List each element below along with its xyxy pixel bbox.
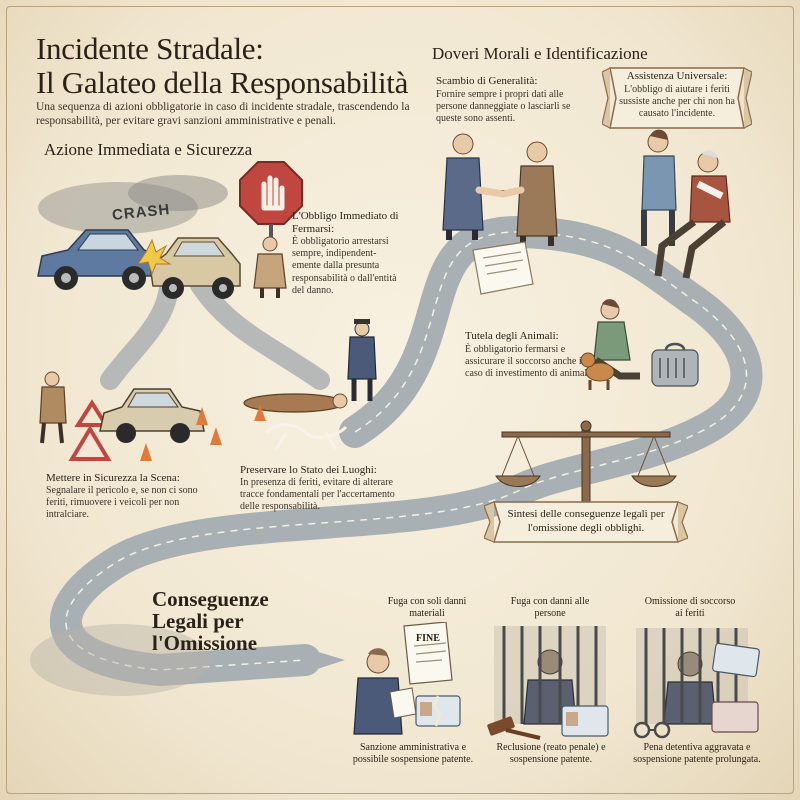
- handcuffs-icon: [635, 723, 669, 737]
- handshake-icon: [479, 190, 521, 194]
- crash-illustration: [28, 168, 243, 308]
- man-brown-suit: [517, 142, 557, 246]
- secure-text: Segnalare il pericolo e, se non ci sono …: [46, 485, 214, 522]
- assistance-illustration: [628, 126, 748, 291]
- stop-text: È obbligatorio arrestarsi sempre, indipe…: [292, 236, 404, 297]
- fine-word: FINE: [416, 633, 440, 644]
- man-with-paper: [354, 648, 416, 734]
- exchange-text: Fornire sempre i propri dati alle person…: [436, 89, 586, 126]
- consequences-heading-line1: Conseguenze: [152, 588, 269, 610]
- chalk-outline: [266, 425, 346, 449]
- consequence-3-illustration: [628, 626, 768, 740]
- blue-car: [38, 230, 158, 290]
- consequence-1-title: Fuga con soli danni materiali: [372, 596, 482, 620]
- secure-title: Mettere in Sicurezza la Scena:: [46, 472, 216, 485]
- person-in-coat: [254, 237, 286, 298]
- consequences-heading-line2: Legali per: [152, 610, 244, 632]
- synthesis-text: Sintesi delle conseguenze legali per l'o…: [500, 508, 672, 536]
- license-card-icon: [562, 706, 608, 736]
- person-with-triangle: [40, 372, 66, 443]
- animals-title: Tutela degli Animali:: [465, 330, 585, 343]
- assistance-text: L'obbligo di aiutare i feriti sussiste a…: [614, 84, 740, 121]
- section-heading-immediate: Azione Immediata e Sicurezza: [44, 140, 252, 159]
- preserve-text: In presenza di feriti, evitare di altera…: [240, 477, 400, 514]
- consequence-1-illustration: [338, 622, 468, 740]
- exchange-title: Scambio di Generalità:: [436, 75, 591, 88]
- torn-license-icon: [416, 696, 460, 726]
- consequence-3-title: Omissione di soccorso ai feriti: [640, 596, 740, 620]
- consequence-2-illustration: [484, 622, 616, 740]
- preserve-title: Preservare lo Stato dei Luoghi:: [240, 464, 405, 477]
- traffic-cone-icon: [140, 443, 152, 461]
- document-paper-icon: [473, 242, 533, 294]
- consequence-3-caption: Pena detentiva aggravata e sospensione p…: [630, 742, 764, 766]
- stop-title: L'Obbligo Immediato di Fermarsi:: [292, 210, 402, 236]
- preserve-scene-illustration: [236, 315, 396, 455]
- man-blue-suit: [443, 134, 483, 240]
- consequence-2-caption: Reclusione (reato penale) e sospensione …: [486, 742, 616, 766]
- animal-rescue-illustration: [580, 296, 710, 406]
- section-heading-moral: Doveri Morali e Identificazione: [432, 44, 648, 63]
- secure-scene-illustration: [30, 365, 225, 465]
- assistance-title: Assistenza Universale:: [614, 70, 740, 83]
- pet-carrier-icon: [652, 344, 698, 386]
- helper-woman: [642, 130, 676, 246]
- page-title-line1: Incidente Stradale:: [36, 32, 264, 67]
- consequences-heading-line3: l'Omissione: [152, 632, 257, 654]
- consequence-2-title: Fuga con danni alle persone: [495, 596, 605, 620]
- fine-document-icon: [404, 622, 452, 684]
- page-subtitle: Una sequenza di azioni obbligatorie in c…: [36, 100, 416, 129]
- handshake-illustration: [425, 130, 585, 300]
- traffic-cone-icon: [210, 427, 222, 445]
- warning-triangle-icon: [72, 429, 108, 459]
- police-officer: [348, 319, 376, 401]
- consequence-1-caption: Sanzione amministrativa e possibile sosp…: [348, 742, 478, 766]
- old-beige-car: [100, 389, 204, 443]
- animals-text: È obbligatorio fermarsi e assicurare il …: [465, 344, 597, 381]
- page-title-line2: Il Galateo della Responsabilità: [36, 66, 408, 101]
